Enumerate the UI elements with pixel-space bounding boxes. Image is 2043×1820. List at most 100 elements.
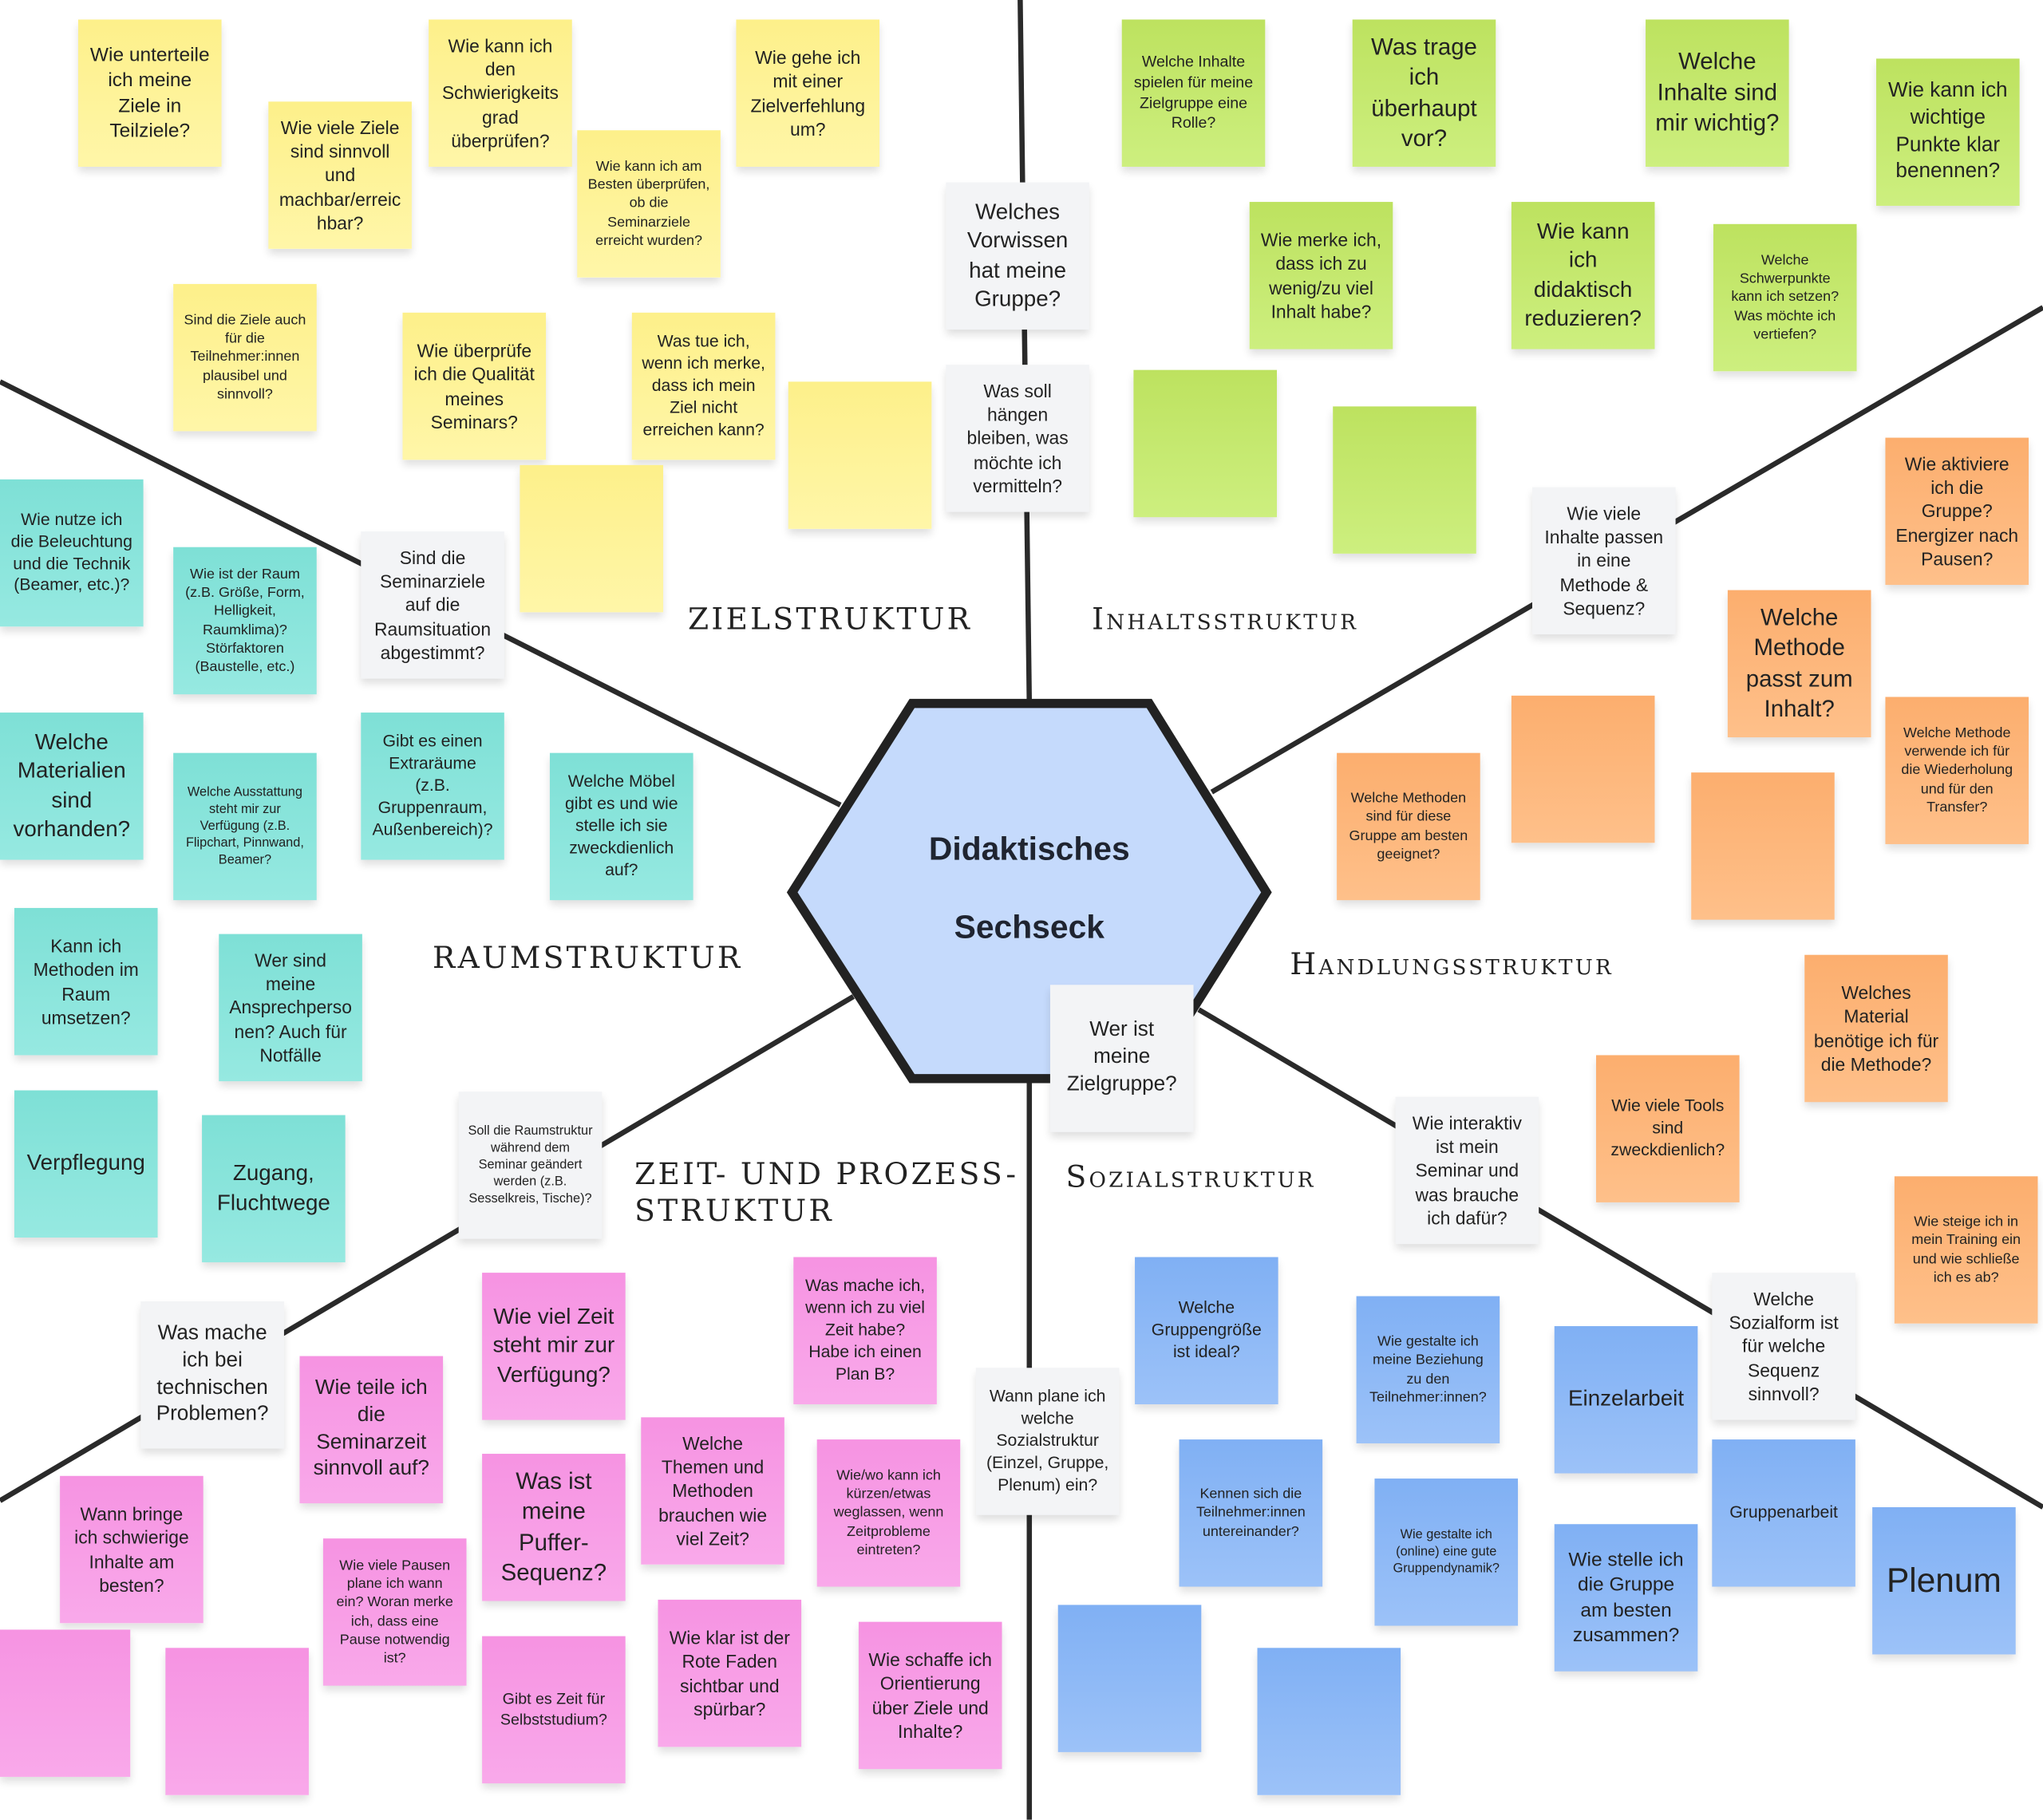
sticky-note-text: Wie teile ich die Seminarzeit sinnvoll a…: [313, 1376, 429, 1481]
sticky-note-handlung[interactable]: Wie steige ich in mein Training ein und …: [1894, 1176, 2038, 1324]
sticky-note-handlung[interactable]: Welche Methode passt zum Inhalt?: [1727, 590, 1871, 738]
sticky-note-zeit[interactable]: Wie teile ich die Seminarzeit sinnvoll a…: [299, 1356, 444, 1504]
sticky-note-raum[interactable]: Verpflegung: [14, 1090, 158, 1238]
blank-sticky-note-sozial[interactable]: [1057, 1605, 1202, 1752]
blank-sticky-note-handlung[interactable]: [1511, 695, 1655, 843]
sticky-note-inhalt[interactable]: Was trage ich überhaupt vor?: [1352, 19, 1496, 167]
sticky-note-text: Wer ist meine Zielgruppe?: [1066, 1019, 1177, 1096]
sticky-note-text: Welches Vorwissen hat meine Gruppe?: [966, 199, 1069, 311]
sticky-note-sozial[interactable]: Wie gestalte ich (online) eine gute Grup…: [1374, 1479, 1519, 1626]
sticky-note-raum[interactable]: Zugang, Fluchtwege: [202, 1115, 346, 1263]
sticky-note-text: Wie stelle ich die Gruppe am besten zusa…: [1568, 1548, 1684, 1647]
blank-sticky-note-inhalt[interactable]: [1333, 406, 1476, 554]
sticky-note-handlung[interactable]: Wie aktiviere ich die Gruppe? Energizer …: [1885, 437, 2029, 586]
sticky-note-ziel[interactable]: Sind die Ziele auch für die Teilnehmer:i…: [173, 283, 317, 432]
sticky-note-text: Gibt es Zeit für Selbststudium?: [500, 1689, 607, 1728]
sticky-note-inhalt[interactable]: Welche Schwerpunkte kann ich setzen? Was…: [1713, 223, 1857, 372]
sticky-note-text: Wie viele Inhalte passen in eine Methode…: [1544, 503, 1664, 619]
sticky-note-ziel[interactable]: Wie gehe ich mit einer Zielverfehlung um…: [736, 19, 880, 167]
sticky-note-zeit[interactable]: Wie schaffe ich Orientierung über Ziele …: [858, 1621, 1002, 1770]
sticky-note-ziel[interactable]: Wie kann ich am Besten überprüfen, ob di…: [577, 130, 721, 278]
sticky-note-raum[interactable]: Wie ist der Raum (z.B. Größe, Form, Hell…: [173, 547, 317, 695]
sticky-note-text: Kann ich Methoden im Raum umsetzen?: [33, 935, 139, 1028]
sticky-note-ziel[interactable]: Was tue ich, wenn ich merke, dass ich me…: [631, 312, 776, 460]
sticky-note-inhalt[interactable]: Welche Inhalte spielen für meine Zielgru…: [1121, 19, 1266, 167]
section-label-raumstruktur: RAUMSTRUKTUR: [433, 942, 743, 976]
sticky-note-inhalt[interactable]: Wie kann ich didaktisch reduzieren?: [1511, 202, 1655, 349]
sticky-note-handlung[interactable]: Wie viele Tools sind zweckdienlich?: [1595, 1055, 1740, 1202]
section-label-zielstruktur: ZIELSTRUKTUR: [688, 602, 973, 638]
sticky-note-inhalt[interactable]: Welche Inhalte sind mir wichtig?: [1646, 19, 1789, 167]
sticky-note-zeit[interactable]: Wie viele Pausen plane ich wann ein? Wor…: [322, 1538, 467, 1686]
sticky-note-handlung[interactable]: Welches Material benötige ich für die Me…: [1804, 954, 1948, 1103]
sticky-note-zentral[interactable]: Soll die Raumstruktur während dem Semina…: [458, 1092, 603, 1239]
sticky-note-raum[interactable]: Gibt es einen Extraräume (z.B. Gruppenra…: [361, 713, 504, 860]
section-label-zeitstruktur-line2: STRUKTUR: [634, 1194, 834, 1229]
sticky-note-raum[interactable]: Wer sind meine Ansprechpersonen? Auch fü…: [219, 934, 362, 1082]
sticky-note-zeit[interactable]: Welche Themen und Methoden brauchen wie …: [641, 1417, 784, 1565]
sticky-note-sozial[interactable]: Gruppenarbeit: [1712, 1439, 1855, 1587]
sticky-note-raum[interactable]: Wie nutze ich die Beleuchtung und die Te…: [0, 479, 144, 627]
center-hexagon[interactable]: [786, 698, 1272, 1084]
blank-sticky-note-ziel[interactable]: [520, 464, 664, 613]
sticky-note-text: Welche Themen und Methoden brauchen wie …: [658, 1432, 768, 1549]
sticky-note-zeit[interactable]: Was ist meine Puffer-Sequenz?: [482, 1454, 626, 1601]
sticky-note-handlung[interactable]: Welche Methoden sind für diese Gruppe am…: [1337, 752, 1480, 901]
sticky-note-text: Was mache ich bei technischen Problemen?: [156, 1321, 269, 1426]
sticky-note-text: Wie kann ich den Schwierigkeitsgrad über…: [441, 35, 559, 152]
sticky-note-raum[interactable]: Welche Möbel gibt es und wie stelle ich …: [549, 752, 694, 901]
sticky-note-sozial[interactable]: Kennen sich die Teilnehmer:innen unterei…: [1179, 1439, 1323, 1587]
sticky-note-text: Zugang, Fluchtwege: [216, 1161, 330, 1215]
sticky-note-zentral[interactable]: Welches Vorwissen hat meine Gruppe?: [946, 182, 1089, 330]
sticky-note-zentral[interactable]: Sind die Seminarziele auf die Raumsituat…: [361, 531, 504, 679]
sticky-note-zeit[interactable]: Wie/wo kann ich kürzen/etwas weglassen, …: [816, 1439, 961, 1587]
sticky-note-handlung[interactable]: Welche Methode verwende ich für die Wied…: [1885, 697, 2029, 844]
sticky-note-text: Welches Material benötige ich für die Me…: [1813, 982, 1939, 1075]
sticky-note-inhalt[interactable]: Wie kann ich wichtige Punkte klar benenn…: [1876, 58, 2020, 206]
sticky-note-sozial[interactable]: Einzelarbeit: [1554, 1326, 1698, 1474]
blank-sticky-note-zeit[interactable]: [165, 1648, 309, 1795]
sticky-note-text: Welche Materialien sind vorhanden?: [13, 729, 131, 842]
blank-sticky-note-zeit[interactable]: [0, 1629, 131, 1777]
sticky-note-ziel[interactable]: Wie überprüfe ich die Qualität meines Se…: [402, 312, 547, 460]
sticky-note-raum[interactable]: Welche Ausstattung steht mir zur Verfügu…: [173, 752, 317, 901]
sticky-note-text: Wie gehe ich mit einer Zielverfehlung um…: [750, 46, 866, 140]
sticky-note-zentral[interactable]: Was soll hängen bleiben, was möchte ich …: [946, 365, 1089, 512]
sticky-note-sozial[interactable]: Welche Gruppengröße ist ideal?: [1135, 1257, 1278, 1404]
sticky-note-zentral[interactable]: Wann plane ich welche Sozialstruktur (Ei…: [975, 1368, 1120, 1515]
sticky-note-zentral[interactable]: Wie viele Inhalte passen in eine Methode…: [1531, 487, 1676, 635]
sticky-note-raum[interactable]: Welche Materialien sind vorhanden?: [0, 713, 144, 860]
sticky-note-sozial[interactable]: Wie gestalte ich meine Beziehung zu den …: [1356, 1296, 1500, 1443]
sticky-note-ziel[interactable]: Wie viele Ziele sind sinnvoll und machba…: [268, 101, 412, 249]
sticky-note-zeit[interactable]: Gibt es Zeit für Selbststudium?: [482, 1636, 626, 1784]
sticky-note-ziel[interactable]: Wie unterteile ich meine Ziele in Teilzi…: [77, 19, 222, 167]
sticky-note-text: Welche Methode passt zum Inhalt?: [1745, 604, 1853, 722]
blank-sticky-note-handlung[interactable]: [1691, 772, 1835, 920]
blank-sticky-note-sozial[interactable]: [1257, 1648, 1401, 1795]
sticky-note-zentral[interactable]: Was mache ich bei technischen Problemen?: [140, 1301, 284, 1449]
sticky-note-raum[interactable]: Kann ich Methoden im Raum umsetzen?: [14, 907, 158, 1056]
sticky-note-text: Wie viel Zeit steht mir zur Verfügung?: [492, 1304, 615, 1388]
sticky-note-zeit[interactable]: Wie viel Zeit steht mir zur Verfügung?: [482, 1273, 626, 1420]
sticky-note-inhalt[interactable]: Wie merke ich, dass ich zu wenig/zu viel…: [1249, 202, 1393, 349]
sticky-note-text: Wie viele Pausen plane ich wann ein? Wor…: [336, 1557, 453, 1667]
sticky-note-sozial[interactable]: Plenum: [1872, 1506, 2016, 1655]
sticky-note-text: Welche Inhalte spielen für meine Zielgru…: [1133, 52, 1254, 132]
sticky-note-zentral[interactable]: Wer ist meine Zielgruppe?: [1049, 985, 1194, 1132]
sticky-note-zeit[interactable]: Was mache ich, wenn ich zu viel Zeit hab…: [793, 1257, 937, 1404]
sticky-note-sozial[interactable]: Wie stelle ich die Gruppe am besten zusa…: [1554, 1524, 1698, 1672]
sticky-note-text: Was tue ich, wenn ich merke, dass ich me…: [642, 331, 765, 439]
blank-sticky-note-inhalt[interactable]: [1133, 369, 1277, 518]
sticky-note-zentral[interactable]: Welche Sozialform ist für welche Sequenz…: [1712, 1273, 1855, 1420]
sticky-note-zeit[interactable]: Wie klar ist der Rote Faden sichtbar und…: [658, 1599, 802, 1747]
sticky-note-text: Welche Methoden sind für diese Gruppe am…: [1349, 790, 1468, 863]
blank-sticky-note-ziel[interactable]: [788, 381, 932, 529]
sticky-note-text: Wie interaktiv ist mein Seminar und was …: [1412, 1112, 1522, 1229]
sticky-note-ziel[interactable]: Wie kann ich den Schwierigkeitsgrad über…: [429, 19, 572, 167]
sticky-note-text: Plenum: [1886, 1560, 2002, 1600]
sticky-note-zeit[interactable]: Wann bringe ich schwierige Inhalte am be…: [60, 1475, 204, 1624]
sticky-note-zentral[interactable]: Wie interaktiv ist mein Seminar und was …: [1395, 1096, 1539, 1245]
sticky-note-text: Welche Möbel gibt es und wie stelle ich …: [564, 771, 678, 879]
sticky-note-text: Wann plane ich welche Sozialstruktur (Ei…: [986, 1386, 1109, 1494]
